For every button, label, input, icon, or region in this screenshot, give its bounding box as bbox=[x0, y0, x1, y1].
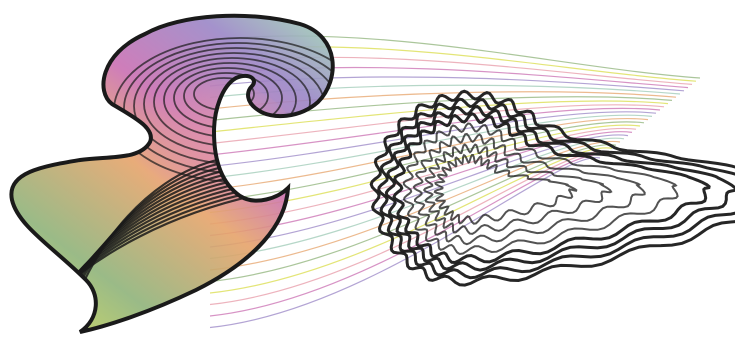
connector-line bbox=[209, 144, 617, 283]
connector-line bbox=[209, 147, 613, 294]
right-wavy-contour bbox=[369, 89, 735, 287]
connector-line bbox=[209, 131, 633, 237]
left-colored-shape bbox=[9, 13, 335, 334]
connector-line bbox=[209, 100, 669, 133]
connector-line bbox=[209, 104, 665, 145]
connector-line bbox=[209, 111, 657, 168]
right-wavy-contour bbox=[433, 153, 578, 225]
connector-line bbox=[209, 117, 649, 191]
connector-line bbox=[209, 153, 605, 317]
right-wavy-contour bbox=[402, 122, 679, 256]
connector-line bbox=[209, 134, 629, 248]
right-wavy-contour bbox=[412, 132, 646, 246]
right-wavy-contour bbox=[422, 143, 613, 235]
right-wavy-contour bbox=[384, 104, 735, 272]
right-wavy-contour bbox=[392, 112, 711, 265]
connector-line bbox=[209, 114, 653, 179]
right-wavy-contour bbox=[377, 97, 735, 280]
right-wavy-teardrop bbox=[369, 89, 735, 287]
connector-line bbox=[209, 140, 621, 271]
